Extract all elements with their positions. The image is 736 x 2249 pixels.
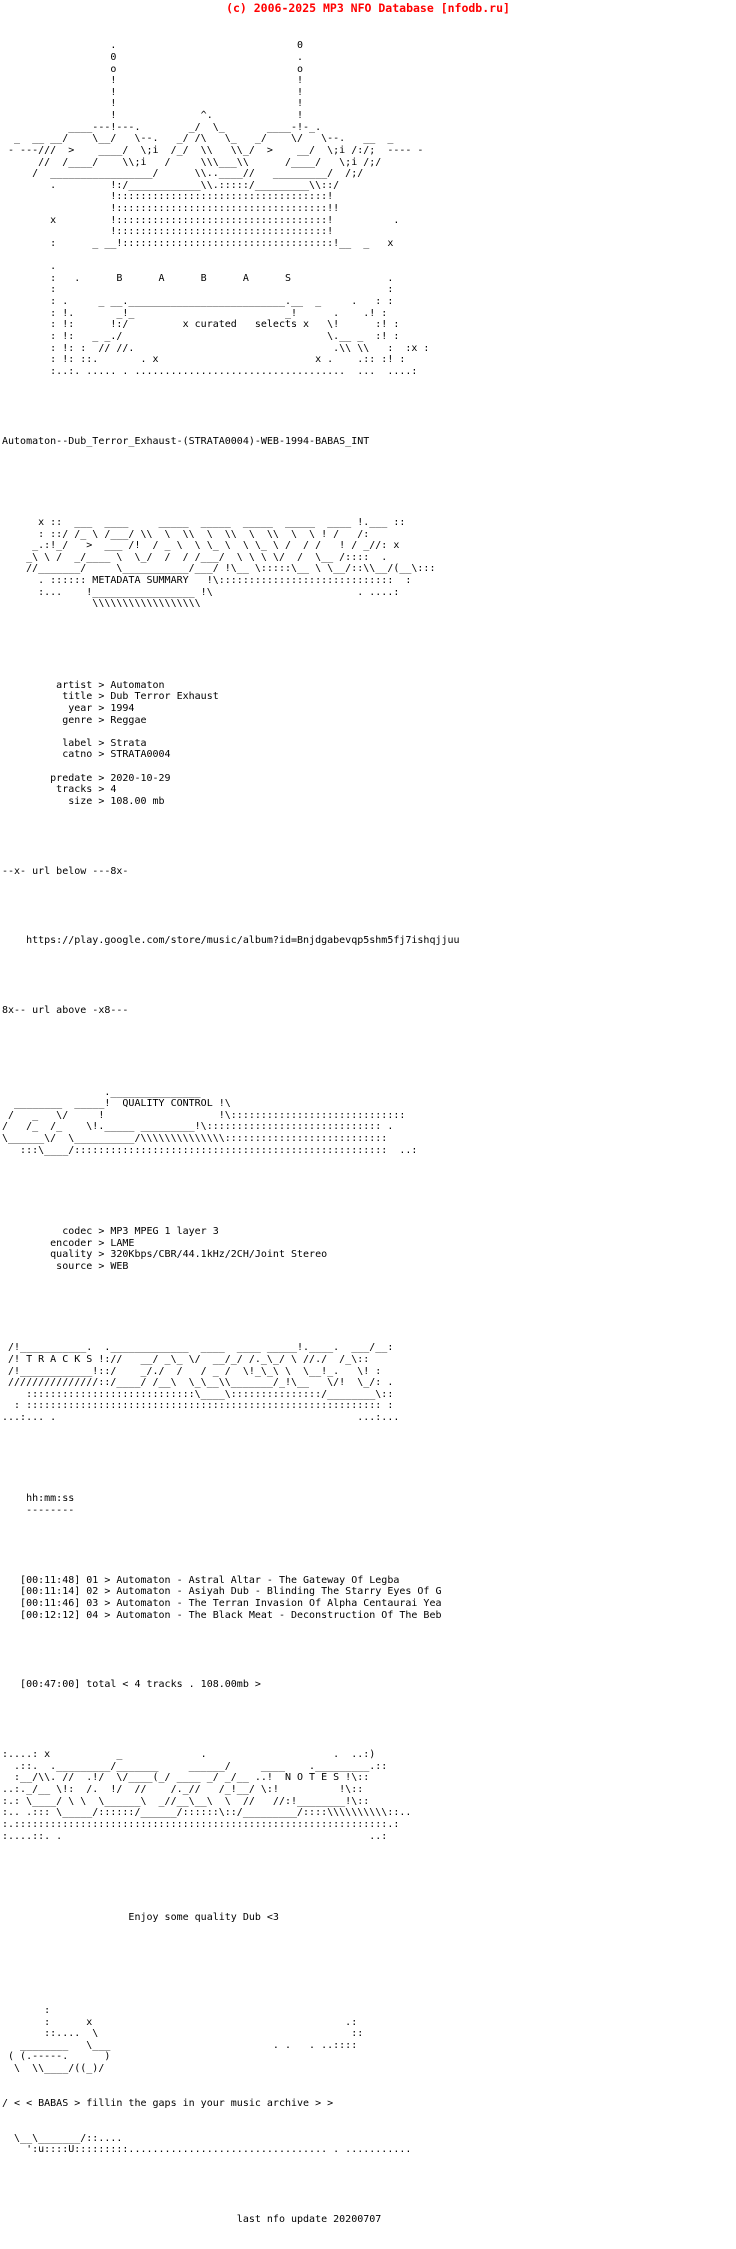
ascii-metadata-banner: x :: ___ ____ _____ _____ _____ _____ __… <box>26 516 436 610</box>
metadata-list: artist > Automaton title > Dub Terror Ex… <box>2 680 736 808</box>
metadata-rows: artist > Automaton title > Dub Terror Ex… <box>50 679 219 807</box>
release-dirname: Automaton--Dub_Terror_Exhaust-(STRATA000… <box>2 435 370 447</box>
ascii-footer-art: : : x .: ::.... \ :: ________ \___ . . .… <box>8 2004 364 2074</box>
album-url[interactable]: https://play.google.com/store/music/albu… <box>2 935 460 947</box>
spacer-14 <box>2 1865 736 1888</box>
spacer-16 <box>2 2179 736 2191</box>
ascii-footer-tail: \__\_______/::.... ':u::::U:::::::::....… <box>14 2132 412 2156</box>
spacer-3 <box>2 633 736 656</box>
nfo-page: (c) 2006-2025 MP3 NFO Database [nfodb.ru… <box>2 1 510 2226</box>
notes-text: Enjoy some quality Dub <3 <box>2 1911 279 1923</box>
spacer-2 <box>2 470 736 493</box>
url-close-marker: 8x-- url above -x8--- <box>2 1005 129 1017</box>
spacer-9 <box>2 1296 736 1319</box>
nfo-content: . 0 0 . o o ! ! <box>0 17 736 2249</box>
quality-list: codec > MP3 MPEG 1 layer 3 encoder > LAM… <box>50 1226 328 1272</box>
group-signature: / < < BABAS > fillin the gaps in your mu… <box>2 2097 334 2109</box>
spacer-13 <box>2 1714 736 1726</box>
nfodb-copyright-header: (c) 2006-2025 MP3 NFO Database [nfodb.ru… <box>226 1 510 15</box>
spacer-12 <box>2 1645 736 1657</box>
tracklist-time-header: hh:mm:ss -------- <box>26 1493 75 1516</box>
spacer-5 <box>2 901 736 913</box>
tracklist-rows: [00:11:48] 01 > Automaton - Astral Altar… <box>20 1574 442 1621</box>
url-open-marker: --x- url below ---8x- <box>2 865 129 877</box>
spacer-4 <box>2 831 736 843</box>
ascii-notes-banner: :....: x _ . . ..:) .::. ._________/____… <box>2 1749 412 1842</box>
ascii-tracks-banner: /!___________. ._____________ ____ ____ … <box>2 1342 400 1423</box>
spacer-11 <box>2 1540 736 1552</box>
spacer-8 <box>2 1180 736 1203</box>
tracklist-total: [00:47:00] total < 4 tracks . 108.00mb > <box>2 1679 261 1691</box>
ascii-quality-banner: ._______________ ________ _____! QUALITY… <box>2 1086 418 1156</box>
ascii-logo-banner: . 0 0 . o o ! ! <box>8 40 430 377</box>
last-nfo-update: last nfo update 20200707 <box>2 2214 382 2226</box>
spacer-6 <box>2 970 736 982</box>
spacer-15 <box>2 1947 736 1982</box>
spacer-7 <box>2 1040 736 1063</box>
spacer-1 <box>2 401 736 413</box>
spacer-10 <box>2 1447 736 1470</box>
